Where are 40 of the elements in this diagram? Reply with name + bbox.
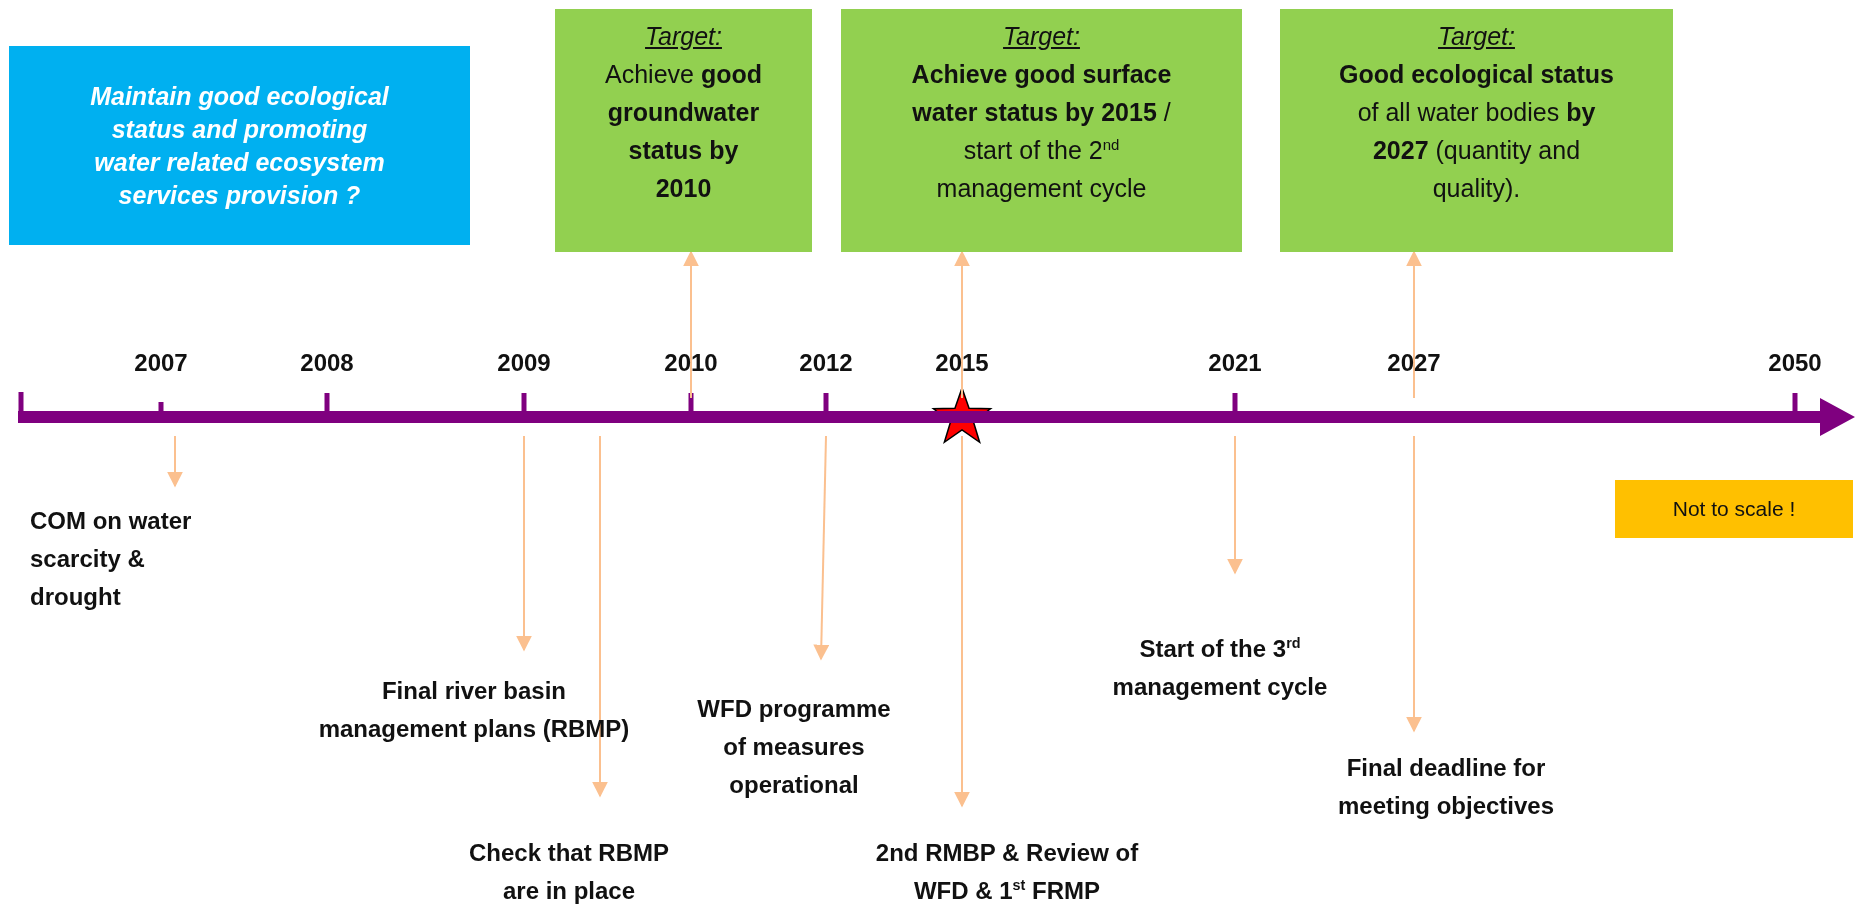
note-text: Not to scale ! <box>1672 497 1796 521</box>
target-box <box>555 9 812 252</box>
goal-box <box>9 46 470 245</box>
target-heading: Target: <box>1437 21 1516 52</box>
event-label: Check that RBMP are in place <box>459 796 679 910</box>
arrow <box>1227 435 1243 575</box>
note-box <box>1615 480 1853 538</box>
event-label: Final river basin management plans (RBMP) <box>314 650 634 748</box>
arrow <box>954 435 970 808</box>
target-text: Achieve good groundwater status by 2010 <box>604 59 763 204</box>
target-box <box>841 9 1242 252</box>
event-label: COM on water scarcity & drought <box>30 486 235 616</box>
year-label: 2010 <box>664 349 718 377</box>
arrow <box>1406 435 1422 733</box>
event-label: WFD programme of measures operational <box>684 659 904 804</box>
year-label: 2008 <box>300 349 354 377</box>
arrow <box>954 250 970 399</box>
event-label: Final deadline for meeting objectives <box>1301 731 1591 825</box>
year-label: 2021 <box>1208 349 1262 377</box>
timeline-axis <box>18 398 1856 436</box>
arrow <box>592 435 608 798</box>
year-label: 2007 <box>134 349 188 377</box>
year-label: 2015 <box>935 349 989 377</box>
year-label: 2009 <box>497 349 551 377</box>
target-heading: Target: <box>644 21 723 52</box>
arrow <box>167 435 183 488</box>
arrow <box>813 435 830 661</box>
target-text: Good ecological status of all water bodies by 2027 (quantity and quality). <box>1337 59 1616 204</box>
goal-text: Maintain good ecological status and promoting water related ecosystem services provision ? <box>89 80 390 211</box>
arrow <box>683 250 699 399</box>
target-box <box>1280 9 1673 252</box>
target-text: Achieve good surface water status by 2015 / start of the 2$^{nd}$ management cycle <box>910 59 1173 204</box>
arrow <box>1406 250 1422 399</box>
arrow <box>516 435 532 652</box>
year-label: 2050 <box>1768 349 1822 377</box>
event-label: 2nd RMBP & Review of WFD & 1$^{st}$ FRMP <box>857 806 1157 910</box>
year-label: 2027 <box>1387 349 1441 377</box>
target-heading: Target: <box>1002 21 1081 52</box>
event-label: Start of the 3$^{rd}$ management cycle <box>1070 573 1370 706</box>
year-label: 2012 <box>799 349 853 377</box>
